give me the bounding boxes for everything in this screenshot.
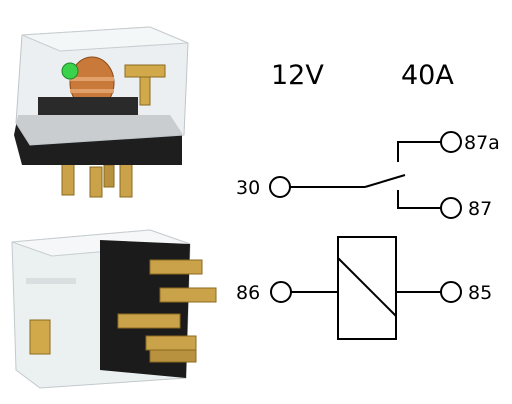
pin-86-terminal: [270, 281, 292, 303]
relay-terminals-bottom: [117, 259, 217, 363]
relay-photo-top: [14, 26, 189, 198]
pin-87a-wire: [397, 141, 441, 162]
current-rating: 40A: [401, 60, 454, 91]
pin-87-terminal: [440, 197, 462, 219]
pin-87-label: 87: [468, 198, 492, 220]
pin-86-label: 86: [236, 282, 260, 304]
coil-diagonal: [337, 257, 397, 317]
pin-85-terminal: [440, 281, 462, 303]
pin-30-terminal: [269, 176, 291, 198]
relay-photo-bottom: [11, 229, 217, 389]
switch-arm: [364, 174, 406, 188]
pin-87a-terminal: [440, 131, 462, 153]
pin-87-wire: [397, 190, 441, 209]
coil-box: [337, 236, 397, 340]
voltage-rating: 12V: [271, 60, 324, 91]
pin-30-label: 30: [236, 177, 260, 199]
pin-85-label: 85: [468, 282, 492, 304]
relay-led-green: [61, 62, 79, 80]
pin-87a-label: 87a: [464, 132, 500, 154]
